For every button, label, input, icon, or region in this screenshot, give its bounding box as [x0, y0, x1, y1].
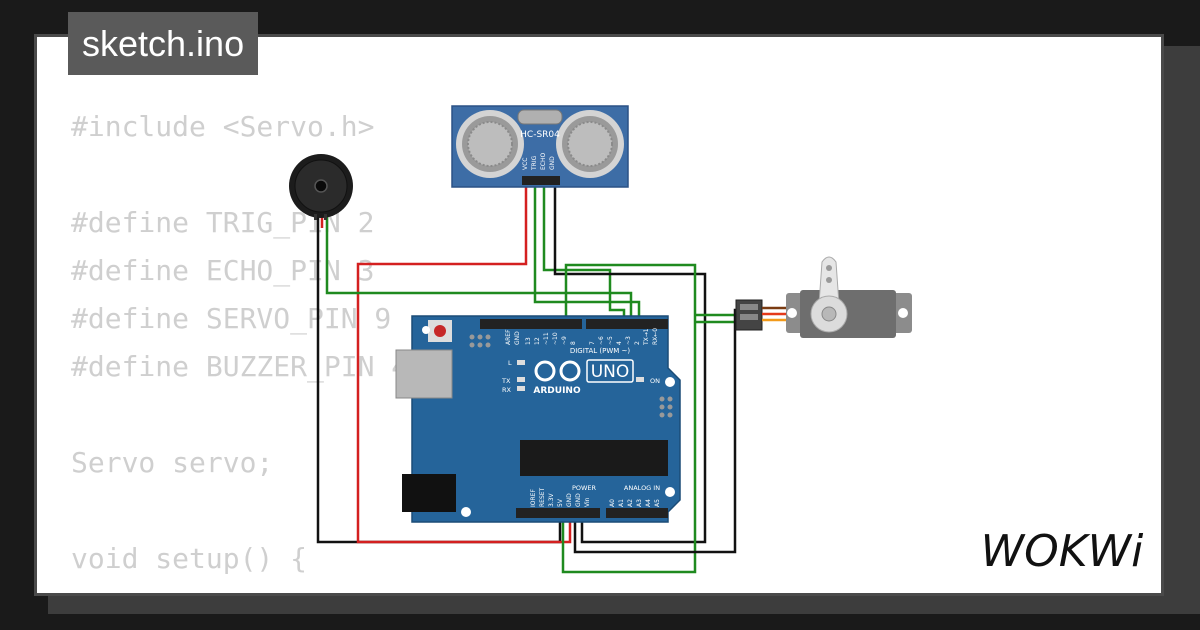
code-line: Servo servo;: [71, 446, 274, 479]
power-pin-label: GND: [575, 493, 582, 507]
power-label: POWER: [572, 484, 597, 492]
servo-motor[interactable]: [735, 256, 912, 338]
digital-pin-label: ~5: [607, 336, 614, 345]
board-brand: ARDUINO: [533, 386, 581, 396]
digital-pin-label: ~9: [561, 336, 568, 345]
analog-pin-label: A5: [654, 499, 661, 507]
power-pin-label: 5V: [557, 498, 564, 507]
digital-pin-label: 12: [534, 337, 541, 345]
rx-label: RX: [502, 386, 512, 394]
digital-pin-label: 4: [616, 341, 623, 345]
analog-pin-label: A1: [618, 499, 625, 507]
digital-pin-label: RX←0: [652, 328, 659, 345]
arduino-uno[interactable]: UNO ARDUINO DIGITAL (PWM ~) POWER ANALOG…: [395, 315, 681, 523]
power-pin-label: Vin: [584, 497, 591, 507]
analog-label: ANALOG IN: [624, 484, 660, 492]
power-pin-label: 3.3V: [548, 492, 555, 507]
code-line: pinMode(TRIG_PIN, OUTPUT);: [71, 583, 543, 593]
wokwi-logo-text: WOKWi: [981, 526, 1144, 577]
gnd-top-label: GND: [514, 331, 521, 345]
l-label: L: [508, 359, 512, 367]
digital-pin-label: TX→1: [643, 328, 650, 346]
code-line: void setup() {: [71, 542, 308, 575]
sensor-pin-trig: TRIG: [531, 155, 538, 171]
digital-pin-label: ~6: [598, 336, 605, 345]
analog-pin-label: A4: [645, 499, 652, 507]
sensor-label: HC-SR04: [520, 130, 560, 140]
wire-trig[interactable]: [533, 182, 641, 320]
digital-pin-label: 7: [589, 341, 596, 345]
analog-pin-label: A0: [609, 499, 616, 507]
arduino-logo-icon: [534, 360, 581, 382]
digital-pin-label: 13: [525, 337, 532, 345]
power-pin-label: RESET: [539, 487, 546, 507]
board-model: UNO: [591, 362, 630, 382]
digital-pin-label: ~11: [543, 332, 550, 345]
analog-pin-label: A3: [636, 499, 643, 507]
digital-label: DIGITAL (PWM ~): [570, 347, 631, 355]
code-line: #include <Servo.h>: [71, 110, 375, 143]
wire-servo-signal[interactable]: [561, 263, 697, 574]
wire-buzzer-signal[interactable]: [325, 213, 633, 320]
code-line: #define BUZZER_PIN 4: [71, 350, 409, 383]
power-pin-label: IOREF: [530, 489, 537, 507]
code-line: #define SERVO_PIN 9: [71, 302, 392, 335]
code-line: #define TRIG_PIN 2: [71, 206, 375, 239]
sensor-pin-gnd: GND: [549, 156, 556, 170]
buzzer[interactable]: [289, 154, 353, 220]
wire-echo[interactable]: [542, 182, 626, 320]
digital-pin-label: ~10: [552, 332, 559, 345]
sensor-pin-echo: ECHO: [540, 153, 547, 170]
sensor-pin-vcc: VCC: [522, 158, 529, 170]
ultrasonic-sensor[interactable]: HC-SR04 VCC TRIG ECHO GND: [451, 105, 629, 188]
digital-pin-label: 8: [570, 341, 577, 345]
digital-pin-label: ~3: [625, 336, 632, 345]
analog-pin-label: A2: [627, 499, 634, 507]
file-tab[interactable]: sketch.ino: [68, 12, 259, 75]
on-label: ON: [650, 377, 660, 385]
tx-label: TX: [501, 377, 511, 385]
power-pin-label: GND: [566, 493, 573, 507]
code-editor: #include <Servo.h> #define TRIG_PIN 2 #def…: [71, 103, 543, 593]
wokwi-logo: WOKWi: [981, 526, 1144, 577]
wire-vcc-red[interactable]: [356, 182, 572, 544]
wire-sensor-gnd[interactable]: [553, 182, 707, 544]
digital-pin-label: 2: [634, 341, 641, 345]
aref-label: AREF: [505, 329, 512, 345]
